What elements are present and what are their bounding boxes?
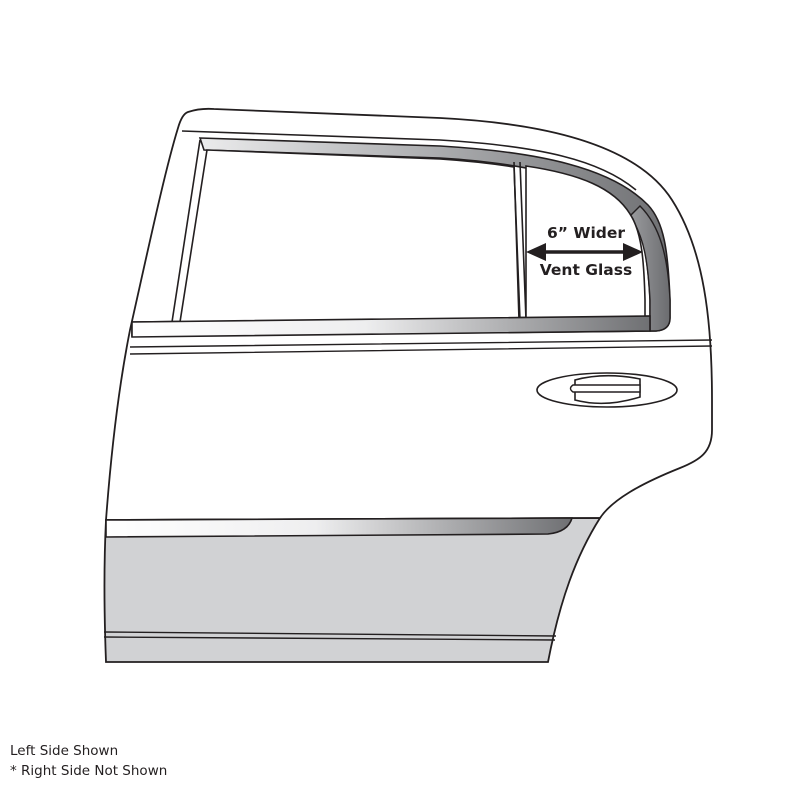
- caption: Left Side Shown * Right Side Not Shown: [10, 741, 167, 781]
- main-window-glass: [179, 149, 521, 323]
- lower-door-panel: [103, 517, 602, 663]
- vent-window-glass: [525, 165, 646, 321]
- caption-line-1: Left Side Shown: [10, 743, 119, 759]
- belt-moulding: [131, 315, 651, 338]
- annotation-line-1: 6” Wider: [547, 224, 625, 242]
- double-arrow-icon: [526, 243, 643, 261]
- door-handle-slot: [569, 384, 641, 393]
- door-handle[interactable]: [536, 372, 678, 408]
- rocker-line: [103, 631, 557, 641]
- divider-post: [513, 161, 527, 321]
- annotation-line-2: Vent Glass: [540, 261, 632, 279]
- lower-trim-strip: [105, 517, 574, 538]
- main-window-inner-frame: [171, 139, 201, 323]
- vent-side-trim: [629, 205, 671, 332]
- caption-line-2: * Right Side Not Shown: [10, 763, 168, 779]
- body-character-line: [129, 339, 713, 355]
- roof-rail-line: [181, 130, 637, 191]
